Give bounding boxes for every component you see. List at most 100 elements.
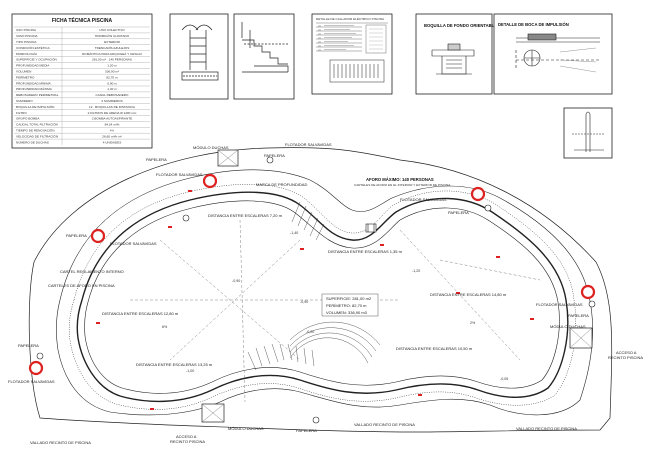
ficha-row-value: 0,90 m xyxy=(107,81,117,85)
modulo-duchas-bottom-label: MÓDULO DUCHAS xyxy=(228,426,264,431)
acceso-right-1: ACCESO A xyxy=(616,350,637,355)
flotador-top2-label: FLOTADOR SALVAVIDAS xyxy=(285,142,332,147)
level-100: -1,00 xyxy=(186,369,194,373)
boca-impulsion-sheet: DETALLE DE BOCA DE IMPULSIÓN xyxy=(493,13,613,95)
slope-2: 2% xyxy=(470,321,476,325)
electric-detail-sheet: DETALLE DE CALLADOR ELÉCTRICO PISCINA xyxy=(311,13,393,95)
pool-plan: SUPERFICIE: 281,00 m2 PERÍMETRO: 82,70 m… xyxy=(8,142,643,445)
ficha-row-label: TIPO PISCINA xyxy=(16,40,37,44)
small-sheet-title: DETALLE DE CALLADOR ELÉCTRICO PISCINA xyxy=(316,16,385,21)
ficha-row-value: 2 BOMBA AUTOASPIRANTE xyxy=(92,117,132,121)
ficha-row-label: PROFUNDIDAD MÍNIMA xyxy=(16,81,52,85)
fence-outline xyxy=(28,147,613,433)
modulo-duchas-top-label: MÓDULO DUCHAS xyxy=(193,145,229,150)
ficha-row-value: EXTERIOR xyxy=(104,40,121,44)
aforo-label: AFORO MÁXIMO: 140 PERSONAS xyxy=(366,177,434,182)
ficha-row-label: FILTRO xyxy=(16,111,27,115)
volumen-text: VOLUMEN: 336,90 m3 xyxy=(326,310,368,315)
dist-1280-label: DISTANCIA ENTRE ESCALERAS 12,80 m xyxy=(102,311,179,316)
ficha-row-label: CAUDAL TOTAL FILTRACIÓN xyxy=(16,122,58,127)
ficha-row-value: 82,70 m xyxy=(106,75,118,79)
ficha-row-value: HORMIGÓN GUNITADO xyxy=(95,33,130,38)
depth-markers xyxy=(96,190,534,410)
pool-inner-edge xyxy=(84,200,560,394)
stair-section-sheet xyxy=(233,13,295,100)
papelera-right-top-label: PAPELERA xyxy=(448,210,469,215)
flotador-top-label: FLOTADOR SALVAVIDAS xyxy=(156,172,203,177)
papelera-bottom-label: PAPELERA xyxy=(296,428,317,433)
bin-icons xyxy=(36,156,596,424)
shower-module-top xyxy=(217,149,239,167)
boca-title: DETALLE DE BOCA DE IMPULSIÓN xyxy=(498,22,569,27)
level-120: -1,20 xyxy=(412,269,420,273)
ficha-row-value: 336,90 m³ xyxy=(105,70,119,74)
axis-guides xyxy=(130,219,541,403)
vallado-right-label: VALLADO RECINTO DE PISCINA xyxy=(516,426,577,431)
ficha-row-label: PROFUNDIDAD MÁXIMA xyxy=(16,87,53,91)
ficha-row-label: VOLUMEN xyxy=(16,70,31,74)
ficha-row-label: USO PISCINA xyxy=(16,28,37,32)
superficie-text: SUPERFICIE: 281,00 m2 xyxy=(326,296,372,301)
ficha-row-value: TRENCADÍS AZULEJOS xyxy=(95,46,130,50)
dist-720-label: DISTANCIA ENTRE ESCALERAS 7,20 m xyxy=(208,213,283,218)
boquilla-title: BOQUILLA DE FONDO ORIENTABLE xyxy=(424,23,497,28)
ficha-row-value: ROMÁNTICA PARA ARQUIGEÁ Y CESGUI xyxy=(82,52,142,56)
ficha-row-value: 2 SUMIDEROS xyxy=(101,99,122,103)
acceso-right-2: RECINTO PISCINA xyxy=(608,355,643,360)
shower-module-right xyxy=(569,327,593,349)
level-090-a: -0,90 xyxy=(232,279,240,283)
level-090-b: -0,90 xyxy=(300,300,308,304)
ficha-row-value: 12 · BOQUILLAS DE DISTANCIA xyxy=(89,105,136,109)
drain-detail-sheet xyxy=(563,107,613,159)
vallado-left-label: VALLADO RECINTO DE PISCINA xyxy=(30,440,91,445)
ficha-row-label: BOQUILLA DE IMPULSIÓN xyxy=(16,104,54,109)
ficha-row-label: REBOSADERO PERIMETRAL xyxy=(16,93,59,97)
lifebuoy-right-top xyxy=(470,186,486,202)
slope-6: 6% xyxy=(162,325,168,329)
ficha-row-label: MORFOLOGÍA xyxy=(16,52,38,56)
ficha-row-label: CONDICIÓN ESTÉTICA xyxy=(16,45,51,50)
lifebuoy-right xyxy=(580,284,596,300)
perimetro-text: PERÍMETRO: 82,70 m xyxy=(326,303,367,308)
ficha-row-value: 28,60 m³/h·m² xyxy=(102,134,121,138)
area-info-box: SUPERFICIE: 281,00 m2 PERÍMETRO: 82,70 m… xyxy=(321,293,379,317)
ficha-row-value: 84,24 m³/h xyxy=(105,123,120,127)
dist-135-label: DISTANCIA ENTRE ESCALERAS 1,35 m xyxy=(328,249,403,254)
ficha-row-label: PROFUNDIDAD MEDIA xyxy=(16,64,50,68)
flotador-left-bottom-label: FLOTADOR SALVAVIDAS xyxy=(8,379,55,384)
papelera-top2-label: PAPELERA xyxy=(264,153,285,158)
ficha-row-value: CANAL REBOSADERO xyxy=(96,93,129,97)
marca-profundidad-label: MARCA DE PROFUNDIDAD xyxy=(256,182,307,187)
ficha-row-label: VELOCIDAD DE FILTRACIÓN xyxy=(16,133,58,138)
pool-basin xyxy=(76,191,569,403)
ficha-row-label: TIEMPO DE RENOVACIÓN xyxy=(16,128,54,133)
ladder-icon xyxy=(365,223,377,233)
ficha-row-label: SUMIDERO xyxy=(16,99,33,103)
ficha-row-label: VASO PISCINA xyxy=(16,34,39,38)
ficha-row-value: USO COLECTIVO xyxy=(99,28,125,32)
level-140: -1,40 xyxy=(290,231,298,235)
ficha-row-value: 281,00 m² · 140 PERSONAS xyxy=(92,58,132,62)
lifebuoy-left xyxy=(90,228,106,244)
acceso-bottom-2: RECINTO PISCINA xyxy=(170,439,205,444)
ficha-row-value: 1,20 m xyxy=(107,64,117,68)
carteles-aforo-piscina-label: CARTELES DE AFORO EN PISCINA xyxy=(48,283,115,288)
papelera-top-label: PAPELERA xyxy=(146,157,167,162)
ficha-row-label: SUPERFICIE Y OCUPACIÓN xyxy=(16,57,57,62)
ficha-row-label: PERÍMETRO xyxy=(16,75,35,79)
shower-module-bottom xyxy=(201,403,225,423)
dist-1480-label: DISTANCIA ENTRE ESCALERAS 14,80 m xyxy=(430,292,507,297)
ladder-detail-sheet xyxy=(169,13,229,100)
modulo-duchas-right-label: MÓDULO DUCHAS xyxy=(550,324,586,329)
papelera-left-bottom-label: PAPELERA xyxy=(18,343,39,348)
pool-steps xyxy=(247,201,381,371)
dist-1325-label: DISTANCIA ENTRE ESCALERAS 13,25 m xyxy=(136,362,213,367)
level-005: -0,05 xyxy=(500,377,508,381)
ficha-row-label: NÚMERO DE DUCHAS xyxy=(16,140,49,144)
papelera-left-label: PAPELERA xyxy=(66,233,87,238)
boquilla-fondo-sheet: BOQUILLA DE FONDO ORIENTABLE xyxy=(415,13,497,95)
carteles-aforo-label: CARTELES DE AFORO EN EL INTERIOR Y EXTER… xyxy=(354,183,451,187)
deck-outline xyxy=(55,169,593,416)
